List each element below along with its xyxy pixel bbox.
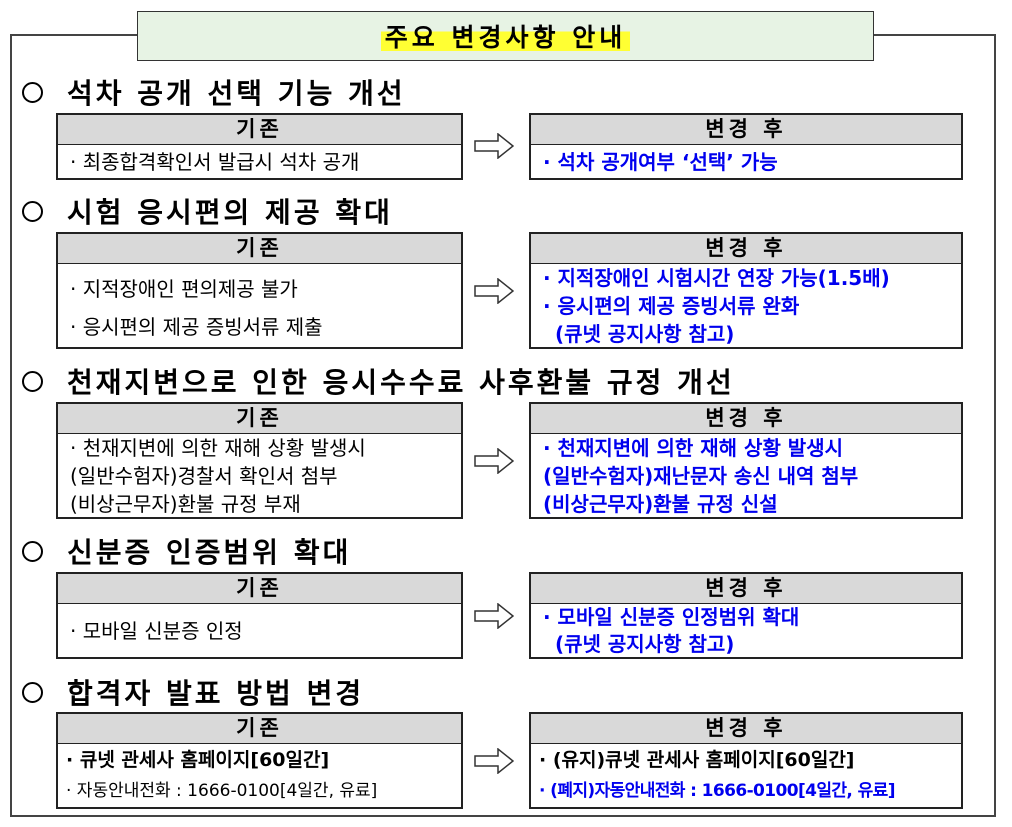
before-line: · 응시편의 제공 증빙서류 제출 [70, 315, 323, 339]
before-line: · 모바일 신분증 인정 [70, 619, 243, 643]
before-header: 기존 [58, 404, 461, 434]
after-header: 변경 후 [531, 115, 961, 145]
before-line: · 천재지변에 의한 재해 상황 발생시 [70, 436, 366, 460]
section-heading-3: 천재지변으로 인한 응시수수료 사후환불 규정 개선 [22, 361, 735, 401]
after-line: (비상근무자)환불 규정 신설 [543, 492, 778, 516]
before-line: · 지적장애인 편의제공 불가 [70, 277, 298, 301]
after-line: · 모바일 신분증 인정범위 확대 [543, 605, 800, 629]
after-header: 변경 후 [531, 574, 961, 604]
before-line: (일반수험자)경찰서 확인서 첨부 [70, 464, 338, 488]
after-line: · (유지)큐넷 관세사 홈페이지[60일간] [539, 749, 855, 771]
before-header: 기존 [58, 115, 461, 145]
section-heading-text: 합격자 발표 방법 변경 [67, 677, 365, 710]
before-header: 기존 [58, 714, 461, 744]
page-title: 주요 변경사항 안내 [380, 18, 631, 54]
section-heading-text: 천재지변으로 인한 응시수수료 사후환불 규정 개선 [67, 366, 735, 399]
right-arrow-icon [474, 603, 514, 629]
after-box-2: 변경 후 · 지적장애인 시험시간 연장 가능(1.5배) · 응시편의 제공 … [529, 232, 963, 349]
after-line: · (폐지)자동안내전화 : 1666-0100[4일간, 유료] [539, 781, 895, 801]
circle-bullet-icon [22, 540, 43, 562]
before-box-1: 기존 · 최종합격확인서 발급시 석차 공개 [56, 113, 463, 180]
after-box-3: 변경 후 · 천재지변에 의한 재해 상황 발생시 (일반수험자)재난문자 송신… [529, 402, 963, 519]
before-line: · 자동안내전화 : 1666-0100[4일간, 유료] [66, 781, 378, 801]
before-header: 기존 [58, 574, 461, 604]
section-heading-5: 합격자 발표 방법 변경 [22, 672, 364, 712]
after-header: 변경 후 [531, 714, 961, 744]
after-box-5: 변경 후 · (유지)큐넷 관세사 홈페이지[60일간] · (폐지)자동안내전… [529, 712, 963, 809]
after-line: · 천재지변에 의한 재해 상황 발생시 [543, 436, 844, 460]
right-arrow-icon [474, 278, 514, 304]
before-header: 기존 [58, 234, 461, 264]
after-line: · 지적장애인 시험시간 연장 가능(1.5배) [543, 266, 890, 290]
title-box: 주요 변경사항 안내 [137, 11, 874, 61]
after-line: (큐넷 공지사항 참고) [555, 322, 735, 346]
after-line: (일반수험자)재난문자 송신 내역 첨부 [543, 464, 859, 488]
section-heading-2: 시험 응시편의 제공 확대 [22, 191, 393, 231]
before-box-5: 기존 · 큐넷 관세사 홈페이지[60일간] · 자동안내전화 : 1666-0… [56, 712, 463, 809]
after-header: 변경 후 [531, 234, 961, 264]
before-box-3: 기존 · 천재지변에 의한 재해 상황 발생시 (일반수험자)경찰서 확인서 첨… [56, 402, 463, 519]
before-line: · 최종합격확인서 발급시 석차 공개 [70, 150, 360, 174]
right-arrow-icon [474, 748, 514, 774]
section-heading-text: 시험 응시편의 제공 확대 [67, 196, 393, 229]
before-line: · 큐넷 관세사 홈페이지[60일간] [66, 749, 330, 771]
after-line: · 석차 공개여부 ‘선택’ 가능 [543, 150, 778, 174]
before-box-4: 기존 · 모바일 신분증 인정 [56, 572, 463, 659]
after-header: 변경 후 [531, 404, 961, 434]
after-line: (큐넷 공지사항 참고) [555, 632, 735, 656]
before-line: (비상근무자)환불 규정 부재 [70, 492, 301, 516]
circle-bullet-icon [22, 200, 43, 222]
section-heading-text: 석차 공개 선택 기능 개선 [67, 77, 406, 110]
section-heading-4: 신분증 인증범위 확대 [22, 531, 351, 571]
circle-bullet-icon [22, 681, 43, 703]
before-box-2: 기존 · 지적장애인 편의제공 불가 · 응시편의 제공 증빙서류 제출 [56, 232, 463, 349]
section-heading-1: 석차 공개 선택 기능 개선 [22, 72, 406, 112]
after-box-4: 변경 후 · 모바일 신분증 인정범위 확대 (큐넷 공지사항 참고) [529, 572, 963, 659]
after-line: · 응시편의 제공 증빙서류 완화 [543, 294, 800, 318]
circle-bullet-icon [22, 81, 43, 103]
after-box-1: 변경 후 · 석차 공개여부 ‘선택’ 가능 [529, 113, 963, 180]
circle-bullet-icon [22, 370, 43, 392]
right-arrow-icon [474, 133, 514, 159]
right-arrow-icon [474, 448, 514, 474]
section-heading-text: 신분증 인증범위 확대 [67, 536, 352, 569]
